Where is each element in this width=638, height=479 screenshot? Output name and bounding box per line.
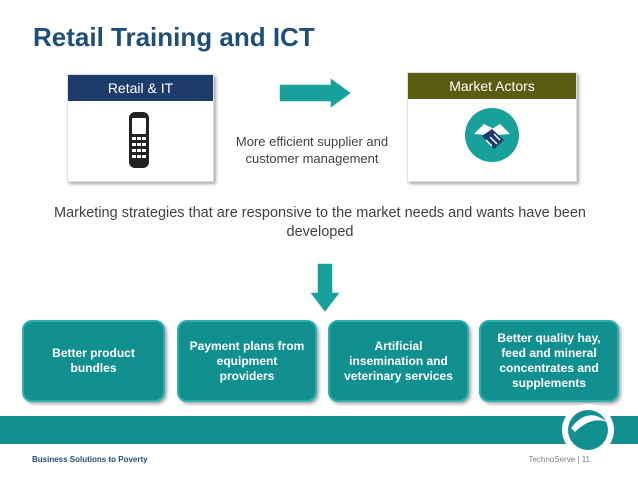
arrow-down-icon [308, 262, 342, 314]
retail-it-header: Retail & IT [68, 75, 213, 101]
market-actors-card: Market Actors [407, 72, 577, 182]
footer-band [0, 416, 638, 444]
outcome-box-3: Artificial insemination and veterinary s… [328, 320, 469, 402]
market-actors-body [408, 99, 576, 179]
outcome-box-1: Better product bundles [22, 320, 165, 402]
page-title: Retail Training and ICT [33, 22, 315, 52]
market-actors-header: Market Actors [408, 73, 576, 99]
marketing-statement: Marketing strategies that are responsive… [54, 205, 586, 240]
retail-it-card: Retail & IT [67, 74, 214, 182]
outcome-box-4: Better quality hay, feed and mineral con… [479, 320, 619, 402]
technoserve-logo-icon [562, 404, 614, 456]
handshake-icon [465, 108, 519, 162]
middle-description: More efficient supplier and customer man… [235, 134, 389, 166]
footer-tagline: Business Solutions to Poverty [32, 455, 148, 464]
mobile-phone-icon [129, 112, 149, 168]
retail-it-body [68, 101, 213, 181]
arrow-right-icon [278, 76, 354, 110]
outcome-box-2: Payment plans from equipment providers [177, 320, 317, 402]
footer-page-number: TechnoServe | 11 [528, 455, 590, 464]
